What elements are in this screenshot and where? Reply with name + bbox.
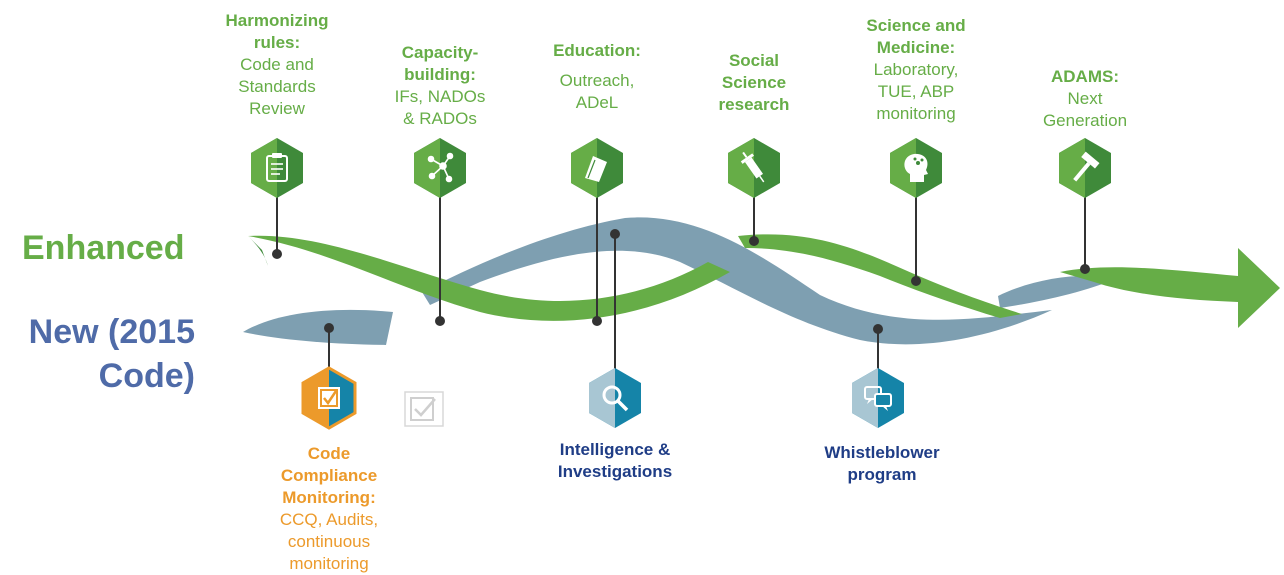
dot-compliance [324, 323, 334, 333]
label-science-heading: Science and Medicine: [866, 16, 966, 57]
connectors [276, 196, 1086, 370]
label-intelligence-heading: Intelligence & Investigations [557, 440, 673, 481]
dot-harmonizing [272, 249, 282, 259]
clipboard-icon [251, 138, 303, 198]
label-compliance-body: CCQ, Audits, continuous monitoring [279, 510, 379, 573]
enhanced-ribbon-fold-1 [248, 236, 268, 266]
label-compliance-heading: Code Compliance Monitoring: [280, 444, 378, 507]
label-capacity-heading: Capacity- building: [401, 43, 479, 84]
enhanced-ribbon-segment-2 [738, 234, 1022, 318]
dot-social [749, 236, 759, 246]
book-icon [571, 138, 623, 198]
label-education-body: Outreach, ADeL [559, 71, 635, 112]
brain-head-icon [890, 138, 942, 198]
dot-intelligence [610, 229, 620, 239]
faded-checkbox-icon [404, 391, 444, 427]
hammer-icon [1059, 138, 1111, 198]
magnifier-icon [589, 368, 641, 428]
dot-adams [1080, 264, 1090, 274]
label-adams: ADAMS: Next Generation [1020, 66, 1150, 132]
checkbox-icon [301, 366, 357, 430]
label-harmonizing: Harmonizing rules: Code and Standards Re… [197, 10, 357, 120]
new-ribbon-segment-3 [998, 275, 1118, 308]
label-harmonizing-heading: Harmonizing rules: [225, 11, 329, 52]
connector-dots [272, 229, 1090, 334]
label-intelligence: Intelligence & Investigations [530, 439, 700, 483]
new-code-ribbon [243, 217, 1118, 345]
speech-bubbles-icon [852, 368, 904, 428]
label-adams-body: Next Generation [1042, 89, 1128, 130]
dot-whistleblower [873, 324, 883, 334]
label-whistleblower: Whistleblower program [802, 442, 962, 486]
label-compliance: Code Compliance Monitoring: CCQ, Audits,… [259, 443, 399, 575]
label-adams-heading: ADAMS: [1051, 67, 1119, 86]
label-capacity: Capacity- building: IFs, NADOs & RADOs [370, 42, 510, 130]
label-science-body: Laboratory, TUE, ABP monitoring [873, 60, 959, 123]
new-code-side-label: New (2015 Code) [28, 313, 195, 395]
dot-capacity [435, 316, 445, 326]
syringe-icon [728, 138, 780, 198]
label-education-heading: Education: [553, 41, 641, 60]
label-harmonizing-body: Code and Standards Review [238, 55, 316, 118]
dot-education [592, 316, 602, 326]
enhanced-ribbon-segment-1 [248, 235, 730, 321]
enhanced-ribbon-segment-3 [1060, 248, 1280, 328]
network-icon [414, 138, 466, 198]
enhanced-side-label: Enhanced [22, 229, 185, 267]
dot-science [911, 276, 921, 286]
label-science: Science and Medicine: Laboratory, TUE, A… [846, 15, 986, 125]
enhanced-ribbon [248, 234, 1280, 328]
label-social-heading: Social Science research [718, 51, 790, 114]
new-ribbon-segment-1 [243, 309, 393, 345]
label-social: Social Science research [694, 50, 814, 116]
label-education: Education: Outreach, ADeL [527, 40, 667, 114]
label-capacity-body: IFs, NADOs & RADOs [394, 87, 486, 128]
label-whistleblower-heading: Whistleblower program [824, 443, 940, 484]
new-ribbon-segment-2 [422, 217, 1052, 345]
